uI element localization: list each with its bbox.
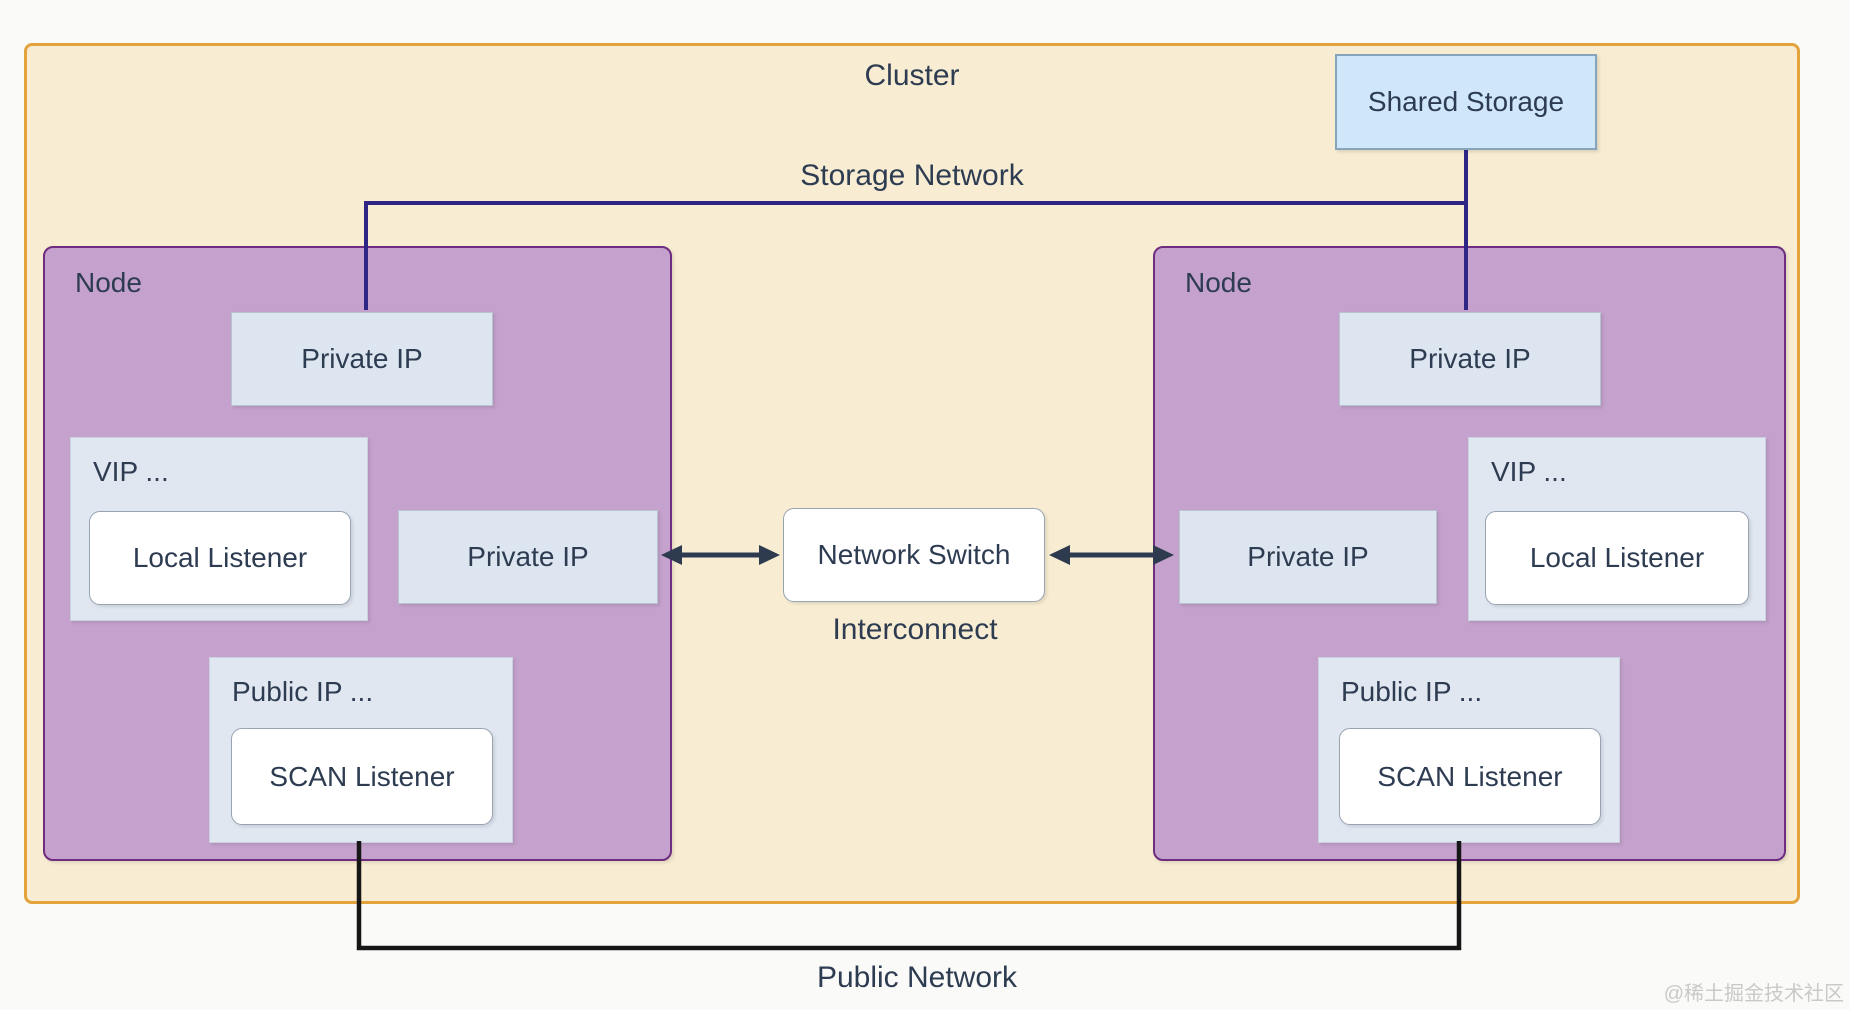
vip-label: VIP ... [1491,456,1567,487]
private-ip-interconnect-box: Private IP [398,510,658,604]
private-ip-interconnect-box: Private IP [1179,510,1437,604]
node-box-right: Node Private IP VIP ... Local Listener P… [1153,246,1786,861]
node-label: Node [75,267,142,298]
node-box-left: Node Private IP VIP ... Local Listener P… [43,246,672,861]
local-listener-box: Local Listener [1485,511,1749,605]
private-ip-storage-box: Private IP [1339,312,1601,406]
public-network-label: Public Network [816,961,1018,994]
storage-network-label: Storage Network [800,159,1024,192]
cluster-label: Cluster [864,59,960,92]
vip-group: VIP ... Local Listener [1468,437,1766,621]
local-listener-box: Local Listener [89,511,351,605]
scan-listener-box: SCAN Listener [231,728,493,825]
watermark: @稀土掘金技术社区 [1663,983,1844,1005]
public-ip-group: Public IP ... SCAN Listener [209,657,513,843]
private-ip-storage-box: Private IP [231,312,493,406]
public-ip-label: Public IP ... [232,676,374,707]
interconnect-label: Interconnect [832,613,998,646]
vip-group: VIP ... Local Listener [70,437,368,621]
vip-label: VIP ... [93,456,169,487]
network-switch-box: Network Switch [783,508,1045,602]
shared-storage-box: Shared Storage [1335,54,1597,150]
public-ip-group: Public IP ... SCAN Listener [1318,657,1620,843]
public-ip-label: Public IP ... [1341,676,1483,707]
scan-listener-box: SCAN Listener [1339,728,1601,825]
node-label: Node [1185,267,1252,298]
